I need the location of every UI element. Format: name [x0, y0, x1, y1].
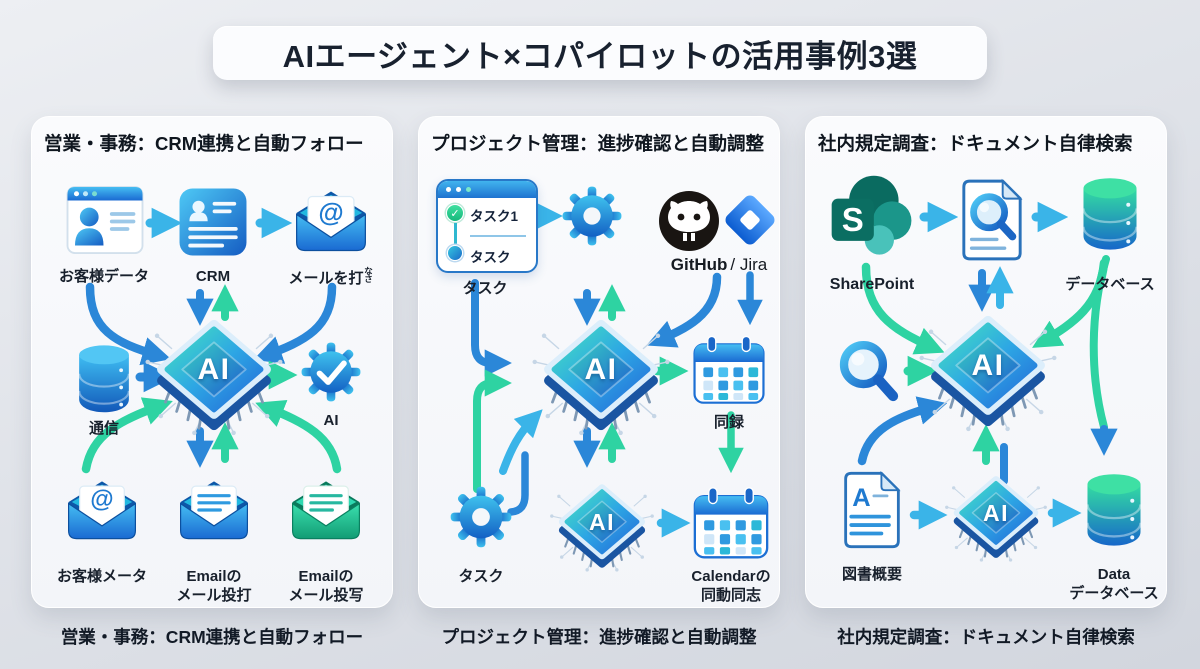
email-copy-icon	[286, 475, 366, 545]
panel-header: プロジェクト管理：進捗確認と自動調整	[431, 133, 765, 154]
arrows-layer	[471, 202, 763, 538]
email-copy-label-1: Emailの	[298, 568, 354, 585]
at-glyph: @	[318, 197, 344, 227]
panel-document-search: 社内規定調査：ドキュメント自律検索 S S	[805, 116, 1167, 608]
footer-caption-project: プロジェクト管理：進捗確認と自動調整	[441, 627, 757, 647]
ai-chip-icon	[144, 313, 284, 437]
customer-data-label: お客様データ	[58, 268, 150, 285]
sharepoint-icon: S	[831, 175, 912, 255]
customer-data-icon	[66, 183, 144, 257]
svg-text:S: S	[842, 201, 864, 238]
panel-header: 社内規定調査：ドキュメント自律検索	[818, 133, 1133, 154]
task-item-1: タスク1	[470, 209, 519, 224]
task-window-label: タスク	[462, 280, 508, 297]
ai-chip-icon	[531, 313, 671, 437]
panel-header: 営業・事務：CRM連携と自動フォロー	[44, 133, 364, 154]
github-icon	[659, 191, 719, 251]
svg-text:A: A	[852, 484, 870, 512]
send-mail-label: メールを打なさ	[288, 266, 373, 287]
database-icon	[74, 341, 134, 415]
calendar-sync-label-1: Calendarの	[691, 568, 771, 585]
divider	[470, 235, 526, 237]
footer-caption-sales: 営業・事務：CRM連携と自動フォロー	[60, 627, 364, 647]
doc-summary-icon: A	[844, 471, 901, 549]
dot-icon	[447, 245, 463, 261]
check-icon: ✓	[446, 204, 464, 222]
data-database-label-2: データベース	[1069, 585, 1159, 602]
arrows-layer	[81, 207, 342, 474]
calendar-icon	[691, 333, 767, 407]
database-label: 通信	[88, 420, 120, 437]
customer-mail-label: お客様メータ	[56, 568, 148, 585]
gear-icon	[559, 183, 625, 249]
crm-icon	[178, 187, 248, 257]
email-copy-label-2: メール投写	[288, 587, 364, 604]
gear-label: タスク	[458, 568, 504, 585]
connector-line	[453, 223, 457, 246]
at-glyph: @	[90, 486, 114, 513]
ai-chip-small-icon	[944, 471, 1048, 563]
github-jira-label: GitHub/ Jira	[670, 255, 768, 274]
data-database-label-1: Data	[1097, 566, 1131, 583]
database-label: データベース	[1065, 276, 1155, 293]
panel-project-management: プロジェクト管理：進捗確認と自動調整 ✓ タスク1	[418, 116, 780, 608]
email-send-label-2: メール投打	[176, 587, 252, 604]
ai-chip-small-icon	[549, 479, 655, 573]
email-send-label-1: Emailの	[186, 568, 242, 585]
task-item-2: タスク	[470, 250, 511, 265]
calendar-sync-label-2: 同動同志	[700, 587, 762, 604]
window-titlebar	[438, 181, 536, 198]
footer-caption-docs: 社内規定調査：ドキュメント自律検索	[837, 627, 1135, 647]
database-icon	[1078, 173, 1142, 253]
crm-label: CRM	[195, 268, 231, 285]
doc-summary-label: 図書概要	[841, 566, 903, 583]
panel-sales-crm: 営業・事務：CRM連携と自動フォロー お客様データ CRM @ メールを打なさ …	[31, 116, 393, 608]
jira-icon	[725, 195, 775, 245]
doc-search-icon	[962, 178, 1023, 261]
page-title: AIエージェント×コパイロットの活用事例3選	[213, 26, 987, 80]
gear-check-label: AI	[323, 412, 339, 429]
email-send-icon	[174, 475, 254, 545]
calendar-label: 同録	[713, 414, 745, 431]
data-database-icon	[1082, 467, 1146, 551]
magnifier-icon	[839, 341, 899, 402]
sharepoint-label: SharePoint	[829, 276, 915, 293]
task-window-icon: ✓ タスク1 タスク	[436, 179, 538, 273]
gear-check-icon	[298, 339, 364, 405]
arrows-layer	[857, 201, 1118, 530]
calendar-sync-icon	[691, 485, 771, 561]
ai-chip-icon	[918, 309, 1058, 433]
gear-icon	[447, 483, 515, 551]
